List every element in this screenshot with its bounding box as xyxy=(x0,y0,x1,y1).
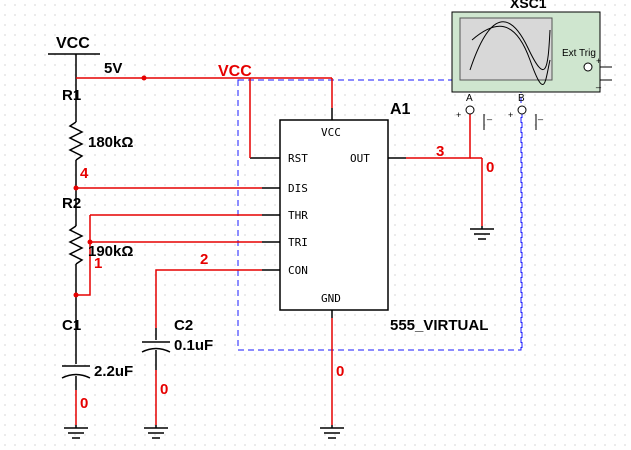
net-0-c2-label: 0 xyxy=(160,381,168,398)
vcc-label: VCC xyxy=(56,35,90,52)
c1-plate-bottom xyxy=(61,373,91,379)
pin-con: CON xyxy=(288,264,308,277)
r1-value: 180kΩ xyxy=(88,134,133,151)
pin-rst: RST xyxy=(288,152,308,165)
pin-gnd: GND xyxy=(321,292,341,305)
r2-value: 190kΩ xyxy=(88,243,133,260)
scope-trace-2 xyxy=(471,25,551,85)
vcc-net-label: VCC xyxy=(218,63,252,80)
channel-b-terminal xyxy=(517,105,527,115)
junction-dots xyxy=(73,75,147,298)
channel-b-plus: + xyxy=(508,110,513,120)
pin-out: OUT xyxy=(350,152,370,165)
ic-part: 555_VIRTUAL xyxy=(390,317,488,334)
ground-symbols xyxy=(64,226,494,439)
ext-trig-minus: _ xyxy=(595,78,602,88)
c2-value: 0.1uF xyxy=(174,337,213,354)
scope-screen xyxy=(459,17,553,81)
r1-zigzag xyxy=(68,121,84,161)
red-wires xyxy=(75,77,483,425)
net-0-c1-label: 0 xyxy=(80,395,88,412)
net-3-label: 3 xyxy=(436,143,444,160)
channel-b-minus: _ xyxy=(537,110,544,120)
ext-trig-terminal xyxy=(583,62,593,72)
channel-a-minus: _ xyxy=(486,110,493,120)
c1-value: 2.2uF xyxy=(94,363,133,380)
ic-ref: A1 xyxy=(390,101,411,118)
c2-ref: C2 xyxy=(174,317,193,334)
r2-ref: R2 xyxy=(62,195,81,212)
scope-trace-1 xyxy=(469,21,551,71)
channel-a-terminal xyxy=(465,105,475,115)
channel-a-label: A xyxy=(466,93,473,104)
pin-dis: DIS xyxy=(288,182,308,195)
net-1-label: 1 xyxy=(94,255,102,272)
r1-ref: R1 xyxy=(62,87,81,104)
net-0-scope-label: 0 xyxy=(486,159,494,176)
net-0-ic-label: 0 xyxy=(336,363,344,380)
ext-trig-plus: + xyxy=(596,56,601,66)
pin-tri: TRI xyxy=(288,236,308,249)
net-4-label: 4 xyxy=(80,165,89,182)
ic-555-body[interactable] xyxy=(279,119,389,311)
r2-zigzag xyxy=(68,225,84,265)
scope-title: XSC1 xyxy=(510,0,547,11)
channel-b-label: B xyxy=(518,93,525,104)
net-2-label: 2 xyxy=(200,251,208,268)
pin-thr: THR xyxy=(288,209,308,222)
c2-plate-bottom xyxy=(141,347,171,353)
ext-trig-label: Ext Trig xyxy=(562,48,596,59)
channel-a-plus: + xyxy=(456,110,461,120)
voltage-label: 5V xyxy=(104,60,122,77)
oscilloscope[interactable] xyxy=(451,11,612,130)
black-wires xyxy=(48,53,406,390)
c1-ref: C1 xyxy=(62,317,81,334)
pin-vcc: VCC xyxy=(321,126,341,139)
